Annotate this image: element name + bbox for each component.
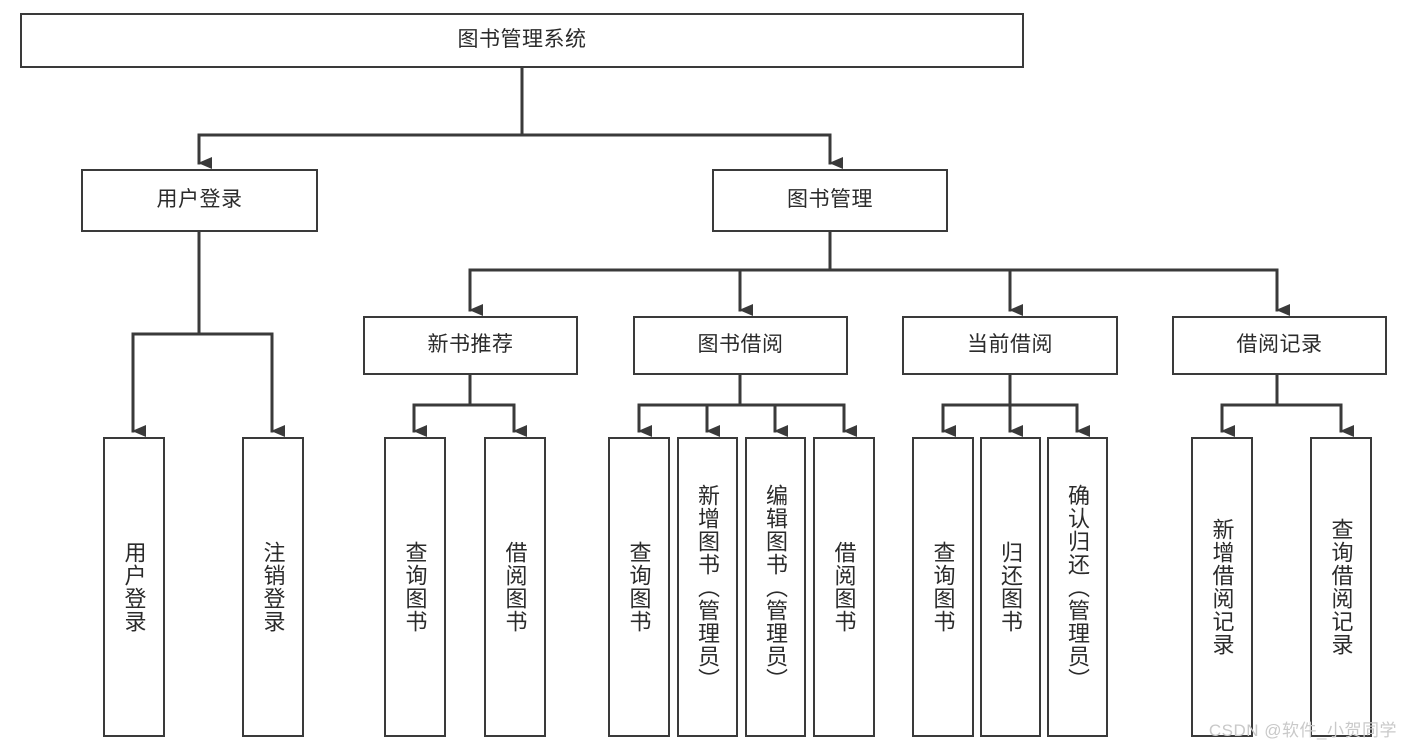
- node-leaf-borrow-book-1[interactable]: 借阅图书: [484, 437, 546, 737]
- node-leaf-logout[interactable]: 注销登录: [242, 437, 304, 737]
- node-user-login[interactable]: 用户登录: [81, 169, 318, 232]
- node-leaf-add-book[interactable]: 新增图书（管理员）: [677, 437, 738, 737]
- node-new-book-recommend-label: 新书推荐: [427, 333, 514, 357]
- node-book-manage[interactable]: 图书管理: [712, 169, 948, 232]
- node-leaf-return-book[interactable]: 归还图书: [980, 437, 1041, 737]
- node-leaf-borrow-book-2-label: 借阅图书: [831, 541, 857, 633]
- node-book-manage-label: 图书管理: [787, 188, 873, 212]
- node-leaf-query-book-3[interactable]: 查询图书: [912, 437, 974, 737]
- csdn-watermark: CSDN @软件_小贺同学: [1208, 721, 1397, 740]
- node-leaf-add-record[interactable]: 新增借阅记录: [1191, 437, 1253, 737]
- node-root-label: 图书管理系统: [457, 28, 587, 52]
- node-leaf-user-login[interactable]: 用户登录: [103, 437, 165, 737]
- node-leaf-confirm-return[interactable]: 确认归还（管理员）: [1047, 437, 1108, 737]
- node-leaf-user-login-label: 用户登录: [121, 541, 147, 633]
- node-leaf-add-record-label: 新增借阅记录: [1209, 518, 1235, 656]
- node-borrow-record[interactable]: 借阅记录: [1172, 316, 1387, 375]
- node-book-borrow[interactable]: 图书借阅: [633, 316, 848, 375]
- node-leaf-query-book-3-label: 查询图书: [930, 541, 956, 633]
- node-leaf-query-record[interactable]: 查询借阅记录: [1310, 437, 1372, 737]
- node-leaf-edit-book-label: 编辑图书（管理员）: [763, 483, 789, 691]
- node-book-borrow-label: 图书借阅: [697, 333, 784, 357]
- node-leaf-query-book-2-label: 查询图书: [626, 541, 652, 633]
- node-new-book-recommend[interactable]: 新书推荐: [363, 316, 578, 375]
- node-leaf-borrow-book-1-label: 借阅图书: [502, 541, 528, 633]
- node-borrow-record-label: 借阅记录: [1236, 333, 1323, 357]
- node-leaf-query-book-1[interactable]: 查询图书: [384, 437, 446, 737]
- node-leaf-borrow-book-2[interactable]: 借阅图书: [813, 437, 875, 737]
- node-current-borrow[interactable]: 当前借阅: [902, 316, 1118, 375]
- node-leaf-query-book-2[interactable]: 查询图书: [608, 437, 670, 737]
- node-current-borrow-label: 当前借阅: [967, 333, 1053, 357]
- node-leaf-return-book-label: 归还图书: [998, 541, 1024, 633]
- node-leaf-edit-book[interactable]: 编辑图书（管理员）: [745, 437, 806, 737]
- node-user-login-label: 用户登录: [156, 188, 243, 212]
- node-leaf-query-book-1-label: 查询图书: [402, 541, 428, 633]
- node-leaf-confirm-return-label: 确认归还（管理员）: [1065, 483, 1091, 691]
- node-leaf-add-book-label: 新增图书（管理员）: [695, 483, 721, 691]
- node-leaf-logout-label: 注销登录: [260, 541, 286, 633]
- node-root[interactable]: 图书管理系统: [20, 13, 1024, 68]
- node-leaf-query-record-label: 查询借阅记录: [1328, 518, 1354, 656]
